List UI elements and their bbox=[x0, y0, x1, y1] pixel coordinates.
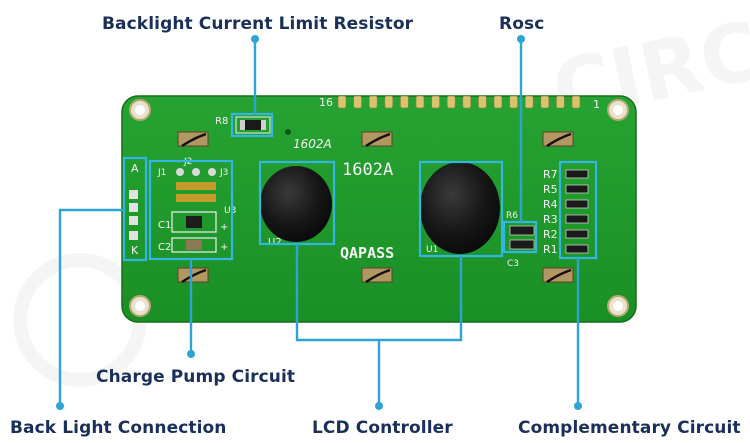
j3-label: J3 bbox=[219, 168, 228, 178]
header-pin bbox=[509, 95, 518, 109]
label-backlight-connection: Back Light Connection bbox=[10, 418, 227, 438]
label-complementary: Complementary Circuit bbox=[518, 418, 741, 438]
label-charge-pump: Charge Pump Circuit bbox=[96, 367, 296, 387]
c1-label: C1 bbox=[158, 220, 171, 231]
header-pin bbox=[368, 95, 378, 109]
resistor-ref-label: R2 bbox=[543, 228, 558, 241]
r8-resistor bbox=[235, 116, 271, 134]
callout-lines bbox=[56, 35, 582, 410]
header-pin bbox=[556, 95, 565, 109]
header-pin bbox=[462, 95, 472, 109]
lcd-controller-u1 bbox=[420, 162, 500, 254]
header-pin bbox=[353, 95, 362, 109]
lcd-controller-u2 bbox=[260, 166, 332, 242]
header-pin bbox=[493, 95, 503, 109]
u3-label: U3 bbox=[224, 206, 236, 216]
header-pin bbox=[384, 95, 394, 109]
resistor-ref-label: R4 bbox=[543, 198, 558, 211]
highlight-r8 bbox=[230, 112, 274, 138]
header-pin bbox=[431, 95, 440, 109]
complementary-resistors bbox=[565, 169, 589, 254]
header-pin bbox=[524, 95, 534, 109]
header-pin bbox=[400, 95, 409, 109]
charge-pump-parts: + + bbox=[171, 168, 228, 253]
r8-label: R8 bbox=[215, 116, 228, 127]
label-rosc: Rosc bbox=[499, 14, 545, 34]
u2-label: U2 bbox=[268, 237, 282, 248]
header-pin bbox=[540, 95, 550, 109]
header-pin bbox=[415, 95, 425, 109]
header-pin bbox=[337, 95, 347, 109]
label-backlight-resistor: Backlight Current Limit Resistor bbox=[102, 14, 414, 34]
u1-label: U1 bbox=[426, 245, 438, 255]
j1-label: J1 bbox=[157, 168, 166, 178]
header-pin bbox=[478, 95, 487, 109]
resistor-ref-label: R7 bbox=[543, 168, 558, 181]
label-lcd-controller: LCD Controller bbox=[312, 418, 453, 438]
pin-k-label: K bbox=[131, 244, 139, 257]
brand-label: QAPASS bbox=[340, 244, 394, 262]
svg-text:+: + bbox=[220, 242, 228, 253]
resistor-ref-label: R3 bbox=[543, 213, 558, 226]
pin16-label: 16 bbox=[319, 96, 333, 109]
model-small: 1602A bbox=[293, 137, 332, 151]
rosc-resistors bbox=[509, 225, 535, 250]
backlight-pads bbox=[129, 190, 138, 240]
pin1-label: 1 bbox=[593, 98, 600, 111]
resistor-ref-label: R5 bbox=[543, 183, 558, 196]
pcb-board: 16 1 R8 1602A 1602A bbox=[121, 95, 637, 323]
c3-label: C3 bbox=[507, 259, 519, 269]
header-pin bbox=[571, 95, 581, 109]
header-pins bbox=[337, 95, 581, 109]
c2-label: C2 bbox=[158, 242, 171, 253]
svg-text:+: + bbox=[220, 222, 228, 233]
mounting-holes bbox=[129, 99, 629, 317]
header-pin bbox=[446, 95, 456, 109]
model-large: 1602A bbox=[342, 160, 393, 180]
r6-label: R6 bbox=[506, 211, 518, 221]
resistor-ref-label: R1 bbox=[543, 243, 558, 256]
pin-a-label: A bbox=[131, 162, 139, 175]
